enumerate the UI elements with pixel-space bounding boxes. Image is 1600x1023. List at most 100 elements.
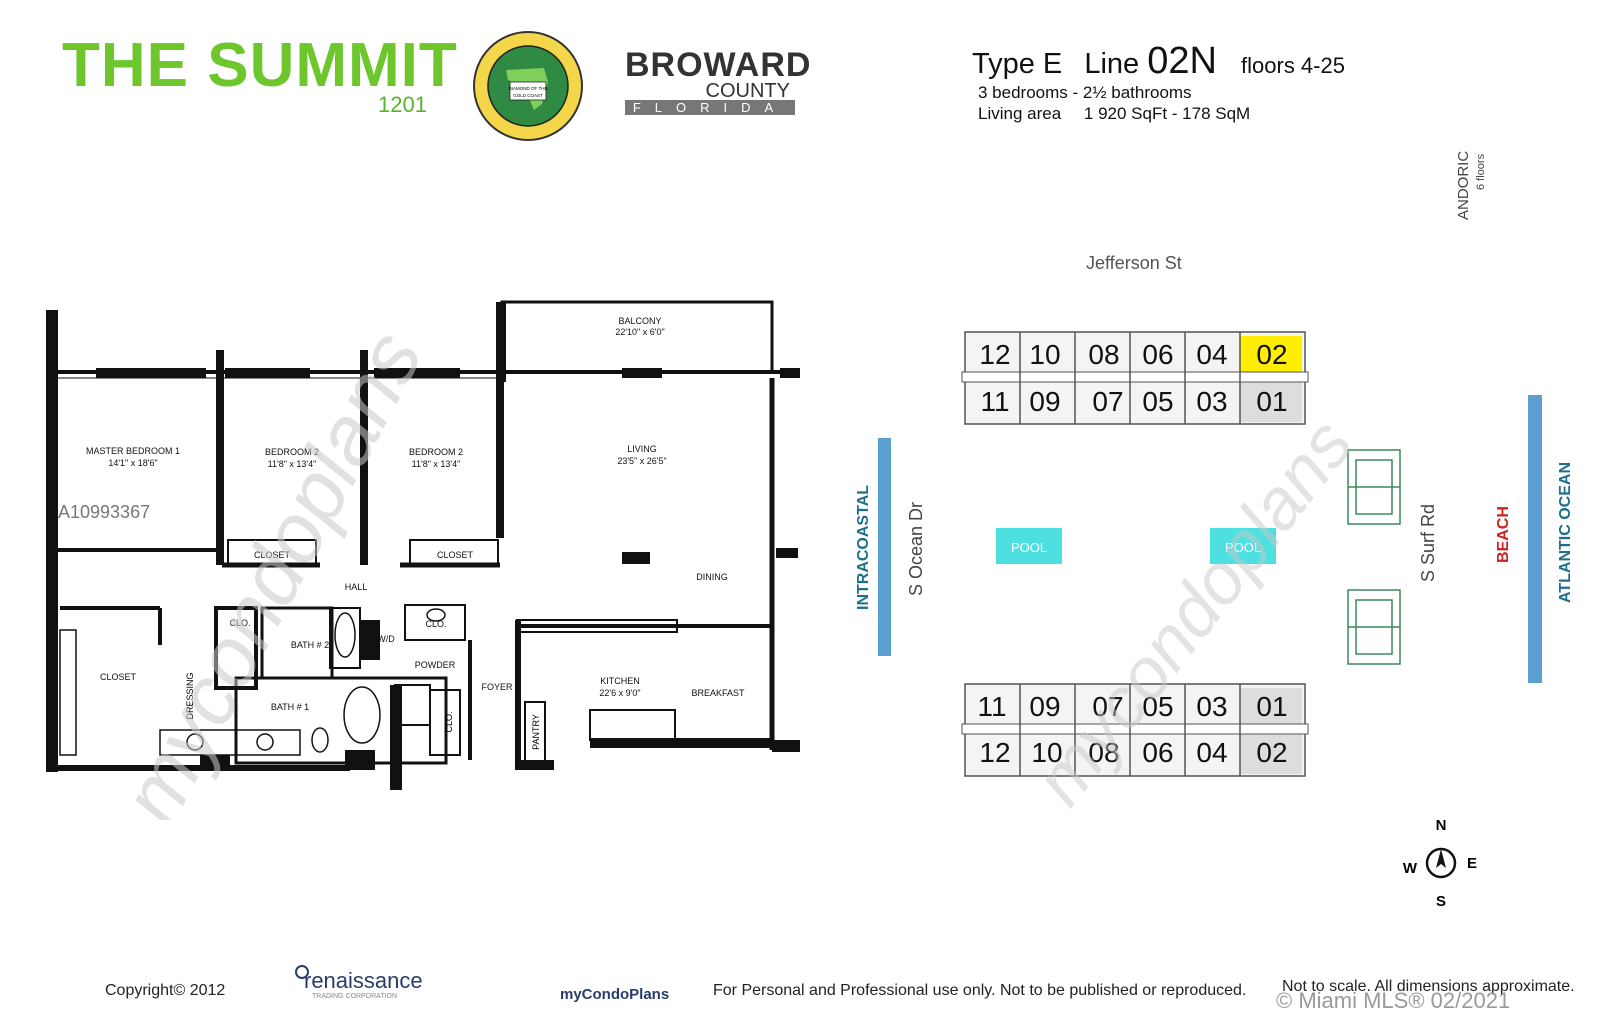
bath-1-label: BATH # 1 bbox=[271, 702, 309, 712]
beach-label: BEACH bbox=[1495, 506, 1512, 563]
compass-s: S bbox=[1436, 893, 1446, 908]
room-bedroom-2a-name: BEDROOM 2 bbox=[265, 447, 319, 457]
north-unit-07: 07 bbox=[1092, 386, 1123, 417]
pool-right bbox=[1210, 528, 1276, 564]
site-plan: INTRACOASTAL S Ocean Dr 12 10 08 06 04 0… bbox=[855, 331, 1574, 820]
room-kitchen-dims: 22'6 x 9'0" bbox=[599, 688, 640, 698]
listing-id: A10993367 bbox=[58, 502, 151, 522]
building-number: 1201 bbox=[378, 92, 427, 117]
unit-type-heading: Type E Line 02N floors 4-25 bbox=[972, 40, 1345, 83]
closet-label-3: CLOSET bbox=[100, 672, 137, 682]
north-unit-02: 02 bbox=[1256, 339, 1287, 370]
intracoastal-water bbox=[878, 438, 891, 656]
north-unit-01: 01 bbox=[1256, 386, 1287, 417]
room-master-bedroom-dims: 14'1" x 18'6" bbox=[108, 458, 157, 468]
south-unit-07: 07 bbox=[1092, 691, 1123, 722]
bath-2-label: BATH # 2 bbox=[291, 640, 329, 650]
room-living-name: LIVING bbox=[627, 444, 657, 454]
unit-type-label: Type E bbox=[972, 48, 1063, 80]
foyer-label: FOYER bbox=[481, 682, 513, 692]
s-surf-rd-label: S Surf Rd bbox=[1418, 504, 1438, 582]
floor-plan: BALCONY 22'10" x 6'0" MASTER BEDROOM 1 1… bbox=[46, 300, 800, 820]
north-unit-08: 08 bbox=[1088, 339, 1119, 370]
compass-n: N bbox=[1436, 818, 1447, 834]
clo-label-2: CLO. bbox=[425, 619, 446, 629]
closet-label-2: CLOSET bbox=[437, 550, 474, 560]
broward-county-logo: BROWARD COUNTY FLORIDA bbox=[625, 48, 810, 115]
north-unit-11: 11 bbox=[980, 386, 1009, 417]
pantry-label: PANTRY bbox=[531, 714, 541, 750]
clo-label-3: CLO. bbox=[444, 711, 454, 732]
compass-e: E bbox=[1467, 855, 1477, 872]
pool-right-label: POOL bbox=[1225, 540, 1261, 555]
south-unit-10: 10 bbox=[1031, 737, 1062, 768]
south-unit-06: 06 bbox=[1142, 737, 1173, 768]
unit-info: 3 bedrooms - 2½ bathrooms Living area 1 … bbox=[978, 82, 1250, 124]
hall-label: HALL bbox=[345, 582, 368, 592]
andoric-floors: 6 floors bbox=[1475, 153, 1487, 190]
renaissance-logo: renaissance TRADING CORPORATION bbox=[295, 965, 423, 1000]
room-bedroom-2b-dims: 11'8" x 13'4" bbox=[412, 459, 461, 469]
compass-icon: N S E W bbox=[1403, 818, 1477, 908]
south-unit-05: 05 bbox=[1142, 691, 1173, 722]
room-kitchen-name: KITCHEN bbox=[600, 676, 640, 686]
andoric-name: ANDORIC bbox=[1455, 151, 1472, 220]
pool-left bbox=[996, 528, 1062, 564]
north-building: 12 10 08 06 04 02 11 09 07 05 03 01 bbox=[961, 331, 1309, 425]
closet-label-1: CLOSET bbox=[254, 550, 291, 560]
south-unit-01: 01 bbox=[1256, 691, 1287, 722]
south-unit-03: 03 bbox=[1196, 691, 1227, 722]
north-unit-04: 04 bbox=[1196, 339, 1227, 370]
atlantic-water bbox=[1528, 395, 1542, 683]
south-unit-12: 12 bbox=[979, 737, 1010, 768]
unit-line-code: 02N bbox=[1147, 40, 1217, 82]
powder-label: POWDER bbox=[415, 660, 456, 670]
dressing-label: DRESSING bbox=[185, 672, 195, 719]
breakfast-label: BREAKFAST bbox=[691, 688, 745, 698]
andoric-building-label: ANDORIC 6 floors bbox=[1455, 151, 1487, 220]
mycondoplans-logo: myCondoPlans bbox=[560, 986, 670, 1003]
compass-w: W bbox=[1403, 860, 1418, 877]
unit-line-label: Line bbox=[1084, 48, 1140, 80]
clo-label-1: CLO. bbox=[229, 618, 250, 628]
personal-use-notice: For Personal and Professional use only. … bbox=[713, 982, 1247, 999]
city-seal-logo: DIAMOND OF THE GOLD COAST bbox=[473, 31, 583, 141]
north-unit-03: 03 bbox=[1196, 386, 1227, 417]
intracoastal-label: INTRACOASTAL bbox=[855, 485, 872, 610]
room-living-dims: 23'5" x 26'5" bbox=[617, 456, 666, 466]
renaissance-name: renaissance bbox=[304, 968, 423, 993]
atlantic-ocean-label: ATLANTIC OCEAN bbox=[1557, 462, 1574, 603]
south-unit-11: 11 bbox=[977, 691, 1006, 722]
county-logo-word2: COUNTY bbox=[705, 80, 790, 102]
mls-copyright-mark: © Miami MLS® 02/2021 bbox=[1276, 988, 1511, 1013]
svg-text:GOLD COAST: GOLD COAST bbox=[513, 93, 543, 98]
living-area-value: 1 920 SqFt - 178 SqM bbox=[1083, 104, 1251, 123]
room-bedroom-2b-name: BEDROOM 2 bbox=[409, 447, 463, 457]
wd-label: W/D bbox=[377, 634, 395, 644]
north-unit-05: 05 bbox=[1142, 386, 1173, 417]
north-unit-12: 12 bbox=[979, 339, 1010, 370]
building-name: THE SUMMIT bbox=[62, 31, 458, 100]
north-unit-10: 10 bbox=[1029, 339, 1060, 370]
dining-label: DINING bbox=[696, 572, 728, 582]
room-bedroom-2a-dims: 11'8" x 13'4" bbox=[268, 459, 317, 469]
south-unit-09: 09 bbox=[1029, 691, 1060, 722]
living-area-label: Living area bbox=[978, 104, 1062, 123]
south-building: 11 09 07 05 03 01 12 10 08 06 04 02 bbox=[961, 683, 1309, 777]
s-ocean-dr-label: S Ocean Dr bbox=[906, 502, 926, 596]
county-logo-word3: FLORIDA bbox=[625, 100, 795, 115]
not-to-scale-notice: Not to scale. All dimensions approximate… bbox=[1282, 978, 1575, 995]
north-unit-09: 09 bbox=[1029, 386, 1060, 417]
north-unit-06: 06 bbox=[1142, 339, 1173, 370]
jefferson-st-label: Jefferson St bbox=[1086, 253, 1182, 273]
south-unit-08: 08 bbox=[1088, 737, 1119, 768]
room-balcony-name: BALCONY bbox=[618, 316, 661, 326]
renaissance-sub: TRADING CORPORATION bbox=[312, 993, 397, 1000]
south-unit-02: 02 bbox=[1256, 737, 1287, 768]
bedrooms-bathrooms: 3 bedrooms - 2½ bathrooms bbox=[978, 83, 1192, 102]
unit-02-highlight bbox=[1240, 336, 1302, 376]
room-master-bedroom-name: MASTER BEDROOM 1 bbox=[86, 446, 180, 456]
pool-left-label: POOL bbox=[1011, 540, 1047, 555]
south-unit-04: 04 bbox=[1196, 737, 1227, 768]
room-balcony-dims: 22'10" x 6'0" bbox=[615, 327, 664, 337]
